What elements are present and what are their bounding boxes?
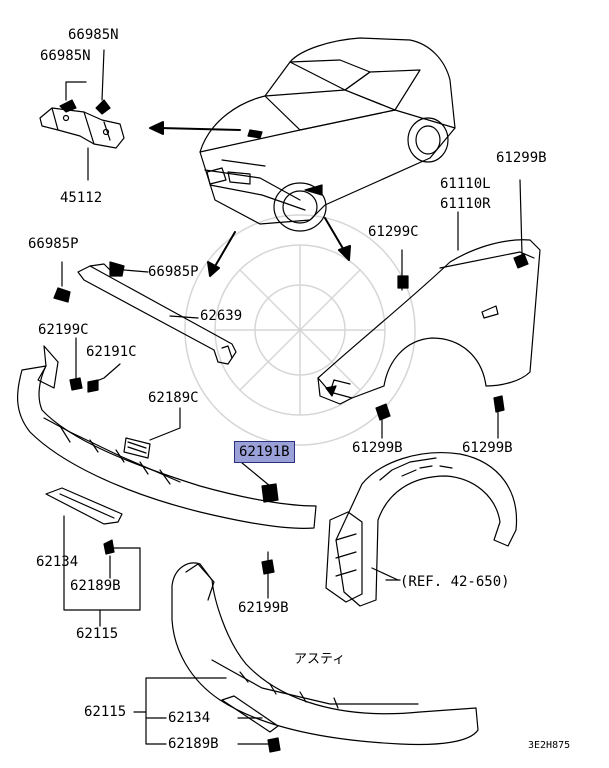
part-label-66985P-left[interactable]: 66985P [28,236,79,252]
part-label-45112[interactable]: 45112 [60,190,103,206]
part-label-62199B[interactable]: 62199B [238,600,289,616]
bracket-45112 [39,49,125,181]
part-label-66985N-top[interactable]: 66985N [68,27,119,43]
part-label-62191C[interactable]: 62191C [86,344,137,360]
bumper-upper [16,345,317,529]
part-label-62189C[interactable]: 62189C [148,390,199,406]
fender-fasteners [375,179,529,439]
part-label-62134-upper[interactable]: 62134 [36,554,79,570]
asti-label: アスティ [294,652,346,667]
part-label-62189B-lower[interactable]: 62189B [168,736,219,752]
reference-label[interactable]: (REF. 42-650) [400,574,510,590]
part-label-62639[interactable]: 62639 [200,308,243,324]
support-62639 [53,261,237,365]
part-label-66985N-left[interactable]: 66985N [40,48,91,64]
car-illustration [199,37,456,232]
part-label-61299C[interactable]: 61299C [368,224,419,240]
callout-arrows [149,121,351,277]
part-label-62189B-upper[interactable]: 62189B [70,578,121,594]
part-label-62191B-highlighted[interactable]: 62191B [234,441,295,463]
fender-61110 [317,239,541,405]
part-label-61110R[interactable]: 61110R [440,196,491,212]
clip-62199B [261,551,275,599]
splash-shield [325,452,518,607]
part-label-66985P-right[interactable]: 66985P [148,264,199,280]
watermark-emblem [184,214,416,446]
strip-62134-left [45,487,123,555]
part-label-62115-upper[interactable]: 62115 [76,626,119,642]
diagram-code: 3E2H875 [528,740,571,751]
part-label-61299B-top-right[interactable]: 61299B [496,150,547,166]
part-label-61299B-lower-left[interactable]: 61299B [352,440,403,456]
bumper-lower [171,562,479,753]
part-label-62115-lower[interactable]: 62115 [84,704,127,720]
part-label-61299B-lower-right[interactable]: 61299B [462,440,513,456]
leader-lines-lower [133,579,401,745]
part-label-62134-lower[interactable]: 62134 [168,710,211,726]
part-label-61110L[interactable]: 61110L [440,176,491,192]
part-label-62199C[interactable]: 62199C [38,322,89,338]
